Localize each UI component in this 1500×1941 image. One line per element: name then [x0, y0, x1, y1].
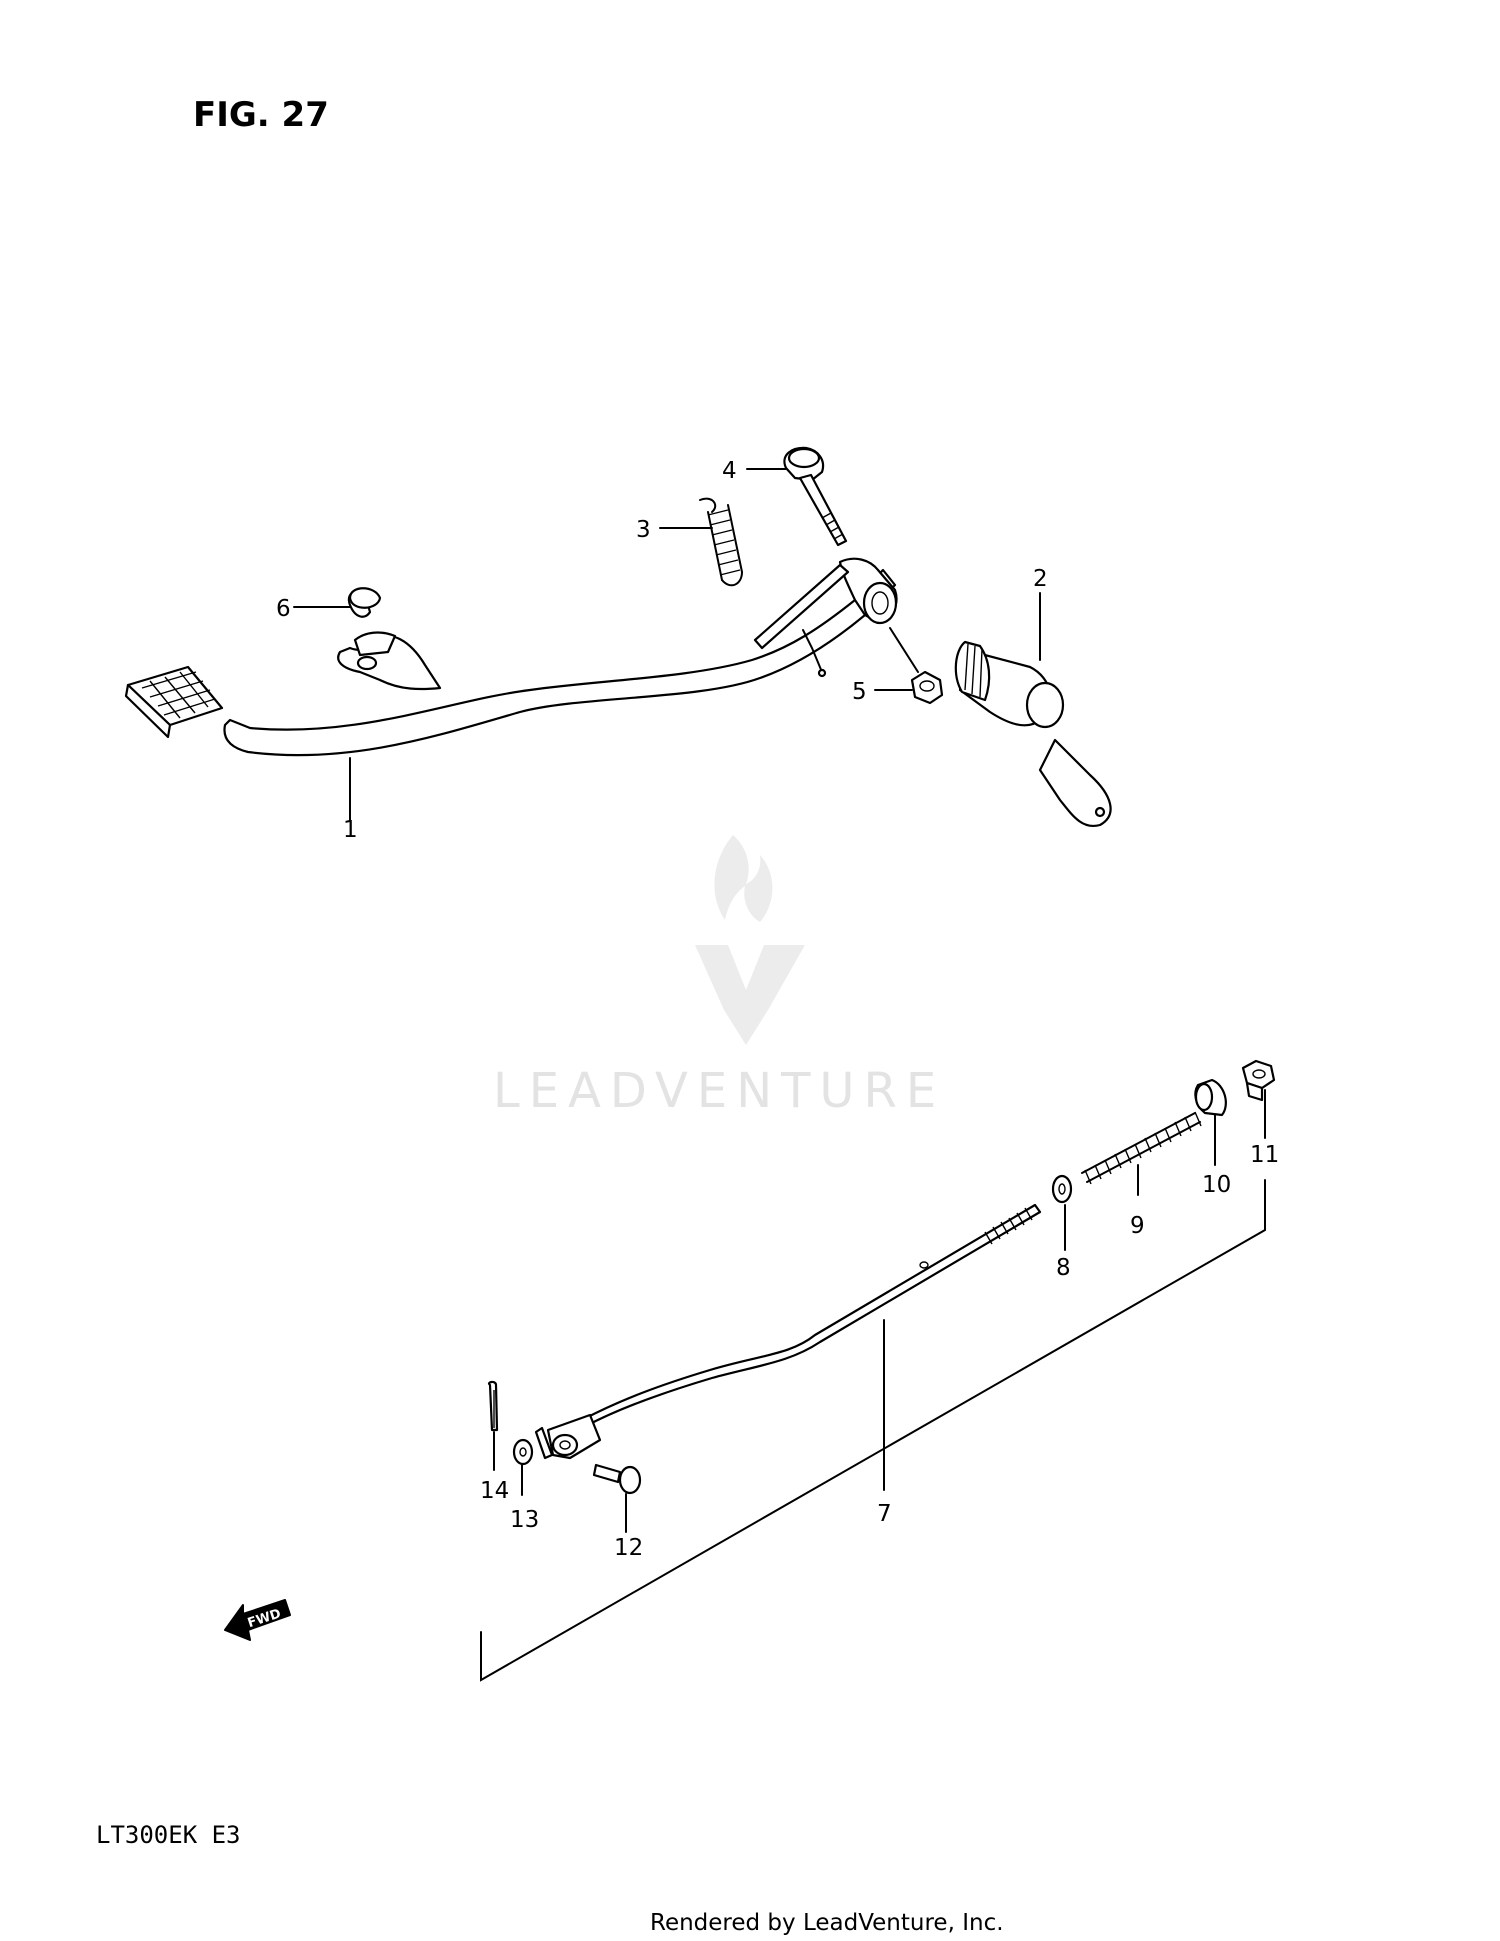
- figure-title: FIG. 27: [193, 95, 329, 135]
- assembly-bracket-line: [480, 1179, 1266, 1682]
- watermark: LEADVENTURE: [493, 835, 945, 1119]
- part-spring-9: [1081, 1111, 1202, 1185]
- callout-11: 11: [1250, 1142, 1279, 1168]
- part-spring-3: [699, 497, 743, 587]
- callout-3: 3: [636, 517, 651, 543]
- part-cap-6: [347, 587, 382, 618]
- callout-1: 1: [343, 817, 358, 843]
- part-bolt-4: [783, 446, 848, 547]
- part-joint-10: [1194, 1078, 1227, 1117]
- footer-rendered-by: Rendered by LeadVenture, Inc.: [650, 1910, 1004, 1936]
- callout-8: 8: [1056, 1255, 1071, 1281]
- fwd-arrow-icon: FWD: [224, 1599, 291, 1641]
- part-cotter-pin-14: [488, 1380, 499, 1432]
- part-brake-pedal: [124, 557, 898, 757]
- callout-10: 10: [1202, 1172, 1231, 1198]
- callout-12: 12: [614, 1535, 643, 1561]
- callout-4: 4: [722, 458, 737, 484]
- callout-13: 13: [510, 1507, 539, 1533]
- callout-7: 7: [877, 1501, 892, 1527]
- callout-5: 5: [852, 679, 867, 705]
- part-shaft-lever: [954, 640, 1112, 828]
- part-brake-rod: [534, 1203, 1042, 1460]
- model-code: LT300EK E3: [96, 1821, 241, 1849]
- callout-14: 14: [480, 1478, 509, 1504]
- part-nut-11: [1241, 1059, 1276, 1102]
- fwd-arrow-label: FWD: [246, 1606, 283, 1631]
- callout-2: 2: [1033, 566, 1048, 592]
- callout-6: 6: [276, 596, 291, 622]
- callout-9: 9: [1130, 1213, 1145, 1239]
- watermark-brand: LEADVENTURE: [493, 1063, 945, 1119]
- part-nut-5: [889, 627, 944, 705]
- part-pin-12: [592, 1463, 642, 1495]
- part-washer-8: [1051, 1174, 1073, 1204]
- watermark-logo-icon: [695, 835, 805, 1045]
- part-washer-13: [512, 1438, 534, 1466]
